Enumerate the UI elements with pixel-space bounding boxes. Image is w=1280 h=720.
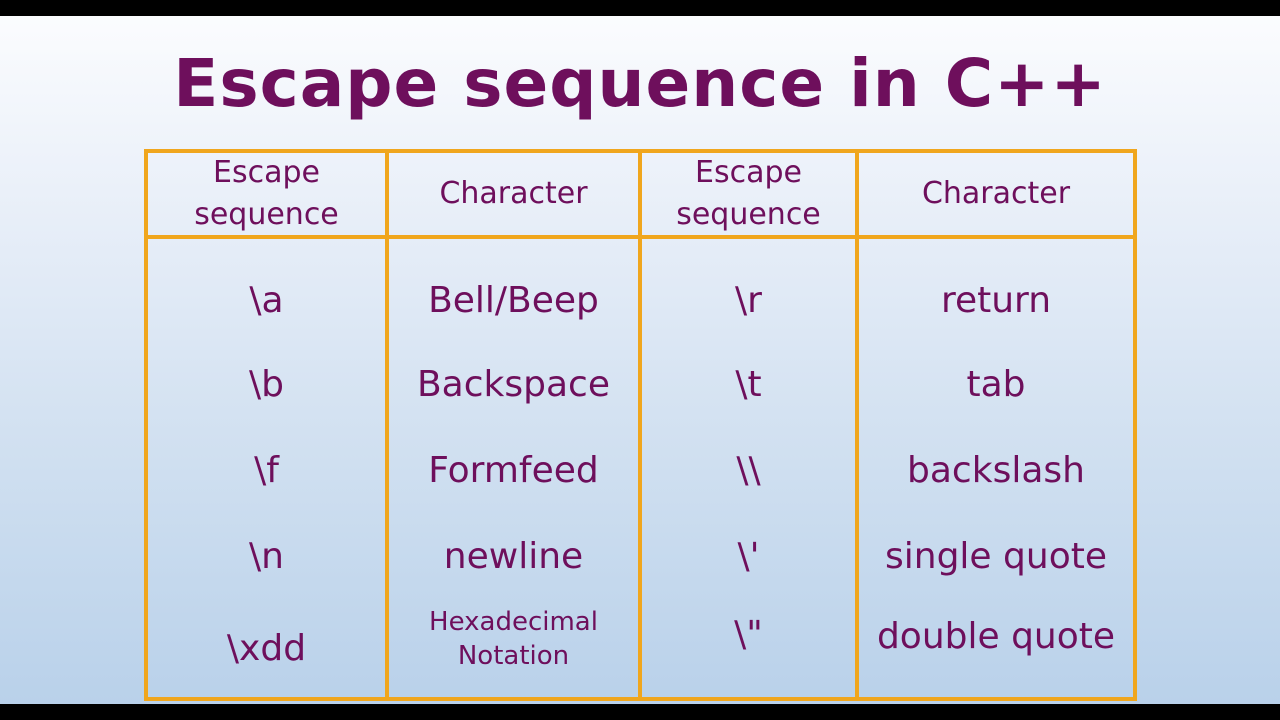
escape-code-cell: \f: [254, 450, 279, 491]
header-text: Escape: [213, 155, 320, 190]
column-border: [638, 149, 642, 701]
character-cell: Hexadecimal Notation: [389, 595, 638, 683]
character-cell: tab: [966, 364, 1026, 405]
escape-sequence-table: Escape sequence Character Escape sequenc…: [144, 149, 1137, 701]
character-cell: Bell/Beep: [428, 280, 599, 321]
character-cell: Formfeed: [428, 450, 599, 491]
escape-code-cell: \\: [736, 450, 761, 491]
header-character: Character: [439, 176, 588, 211]
escape-code-cell: \": [734, 614, 763, 655]
character-text: Hexadecimal: [429, 607, 598, 637]
character-cell: return: [940, 280, 1052, 321]
header-character: Character: [921, 176, 1071, 211]
character-cell: Backspace: [416, 364, 610, 405]
header-escape-sequence: Escape sequence: [148, 153, 385, 235]
column-border: [144, 149, 148, 701]
header-text: Escape: [695, 155, 802, 190]
character-cell: double quote: [876, 616, 1116, 657]
character-cell: newline: [443, 536, 584, 577]
escape-code-cell: \xdd: [226, 628, 307, 669]
character-cell: single quote: [885, 536, 1107, 577]
escape-code-cell: \': [737, 536, 760, 577]
escape-code-cell: \t: [735, 364, 762, 405]
escape-code-cell: \n: [249, 536, 284, 577]
escape-code-cell: \r: [735, 280, 762, 321]
escape-code-cell: \a: [249, 280, 284, 321]
character-text: Notation: [457, 641, 570, 671]
slide: Escape sequence in C++ Escape sequence C…: [0, 16, 1280, 704]
header-text: sequence: [194, 197, 339, 232]
character-cell: backslash: [907, 450, 1085, 491]
header-escape-sequence: Escape sequence: [642, 153, 855, 235]
header-text: sequence: [676, 197, 821, 232]
slide-title: Escape sequence in C++: [173, 45, 1107, 122]
column-border: [855, 149, 859, 701]
escape-code-cell: \b: [249, 364, 284, 405]
column-border: [385, 149, 389, 701]
column-border: [1133, 149, 1137, 701]
